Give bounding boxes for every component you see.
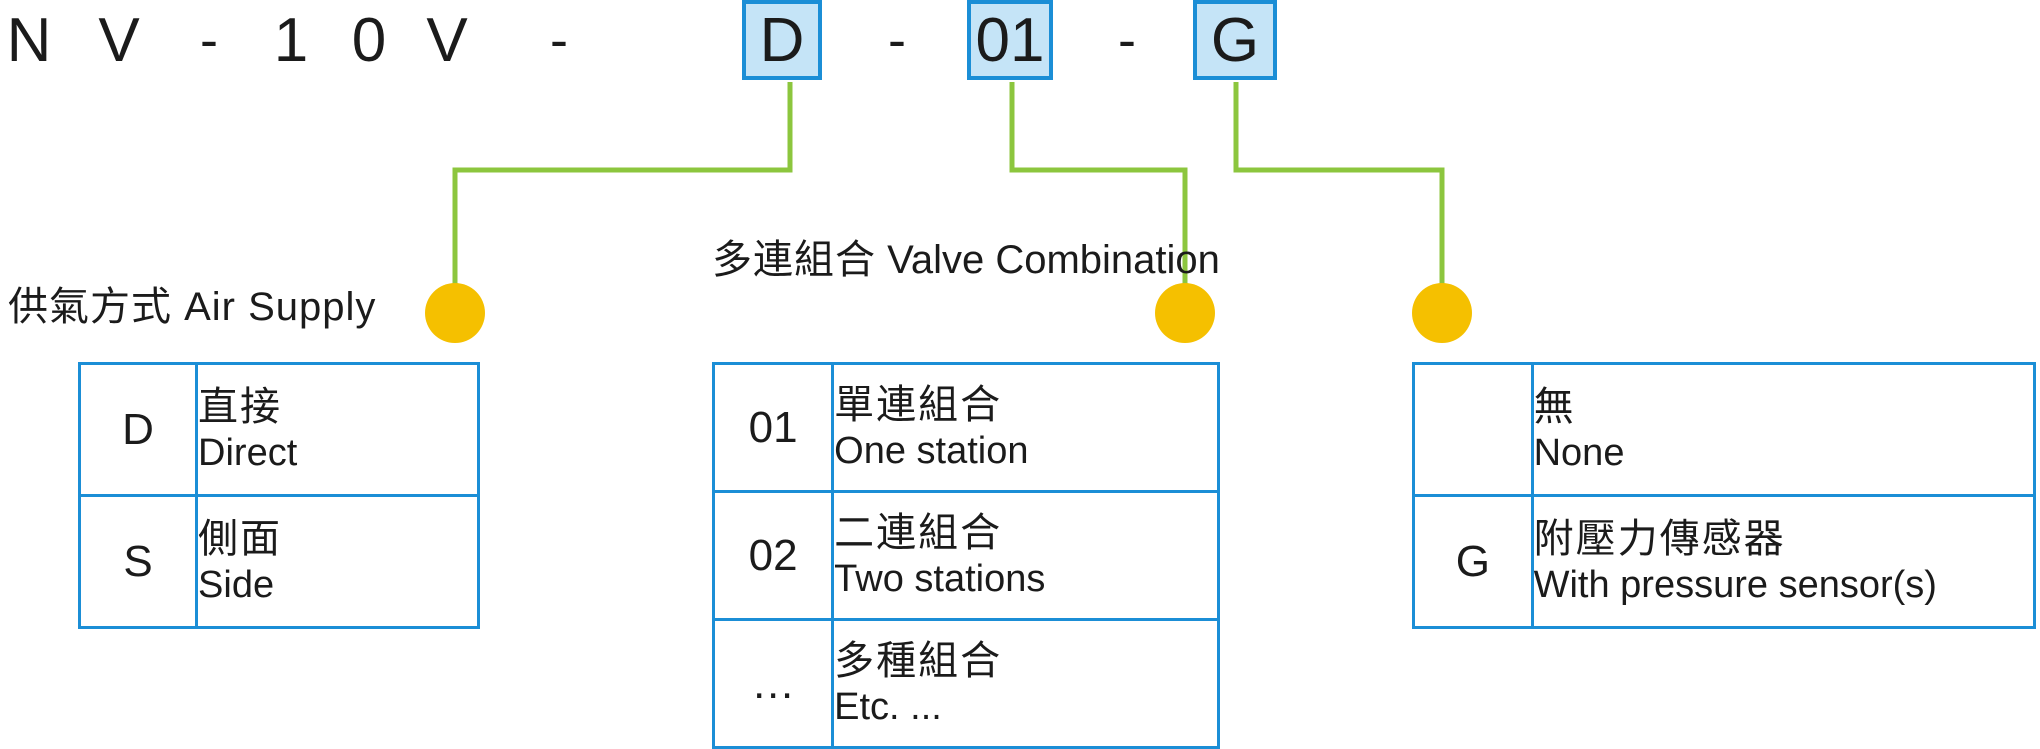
cell-code: 02 (711, 490, 835, 621)
cell-desc-en: Two stations (834, 557, 1046, 600)
connector-dot-pressure-sensor (1412, 283, 1472, 343)
pn-char-v2: V (426, 5, 468, 75)
cell-desc-en: With pressure sensor(s) (1533, 563, 1937, 606)
cell-desc-en: Direct (198, 431, 298, 474)
pn-char-1: 1 (273, 5, 309, 75)
group-label-valve-combination: 多連組合 Valve Combination (712, 238, 1220, 283)
table-valve-combination: 01 單連組合 One station 02 二連組合 Two stations… (711, 362, 1220, 749)
group-label-air-supply-text: 供氣方式 Air Supply (8, 285, 377, 329)
group-label-air-supply: 供氣方式 Air Supply (8, 285, 376, 330)
pn-separator-3: - (888, 10, 906, 70)
cell-desc: 側面 Side (195, 494, 480, 629)
cell-desc-zh: 多種組合 (834, 638, 1003, 683)
connector-pressure-sensor (1233, 82, 1445, 300)
cell-desc-zh: 二連組合 (834, 510, 1003, 555)
pn-separator-1: - (200, 10, 218, 70)
cell-desc-en: Etc. ... (834, 685, 942, 728)
pn-char-0: 0 (351, 5, 387, 75)
pn-box-valve-combination[interactable]: 01 (967, 0, 1053, 80)
cell-code: S (77, 494, 199, 629)
connector-dot-air-supply (425, 283, 485, 343)
cell-desc-zh: 側面 (198, 516, 283, 561)
table-air-supply: D 直接 Direct S 側面 Side (77, 362, 480, 629)
cell-desc: 二連組合 Two stations (831, 490, 1220, 621)
cell-code (1412, 362, 1534, 497)
table-row: 無 None (1412, 362, 2037, 497)
table-row: G 附壓力傳感器 With pressure sensor(s) (1412, 494, 2037, 629)
cell-desc: 無 None (1530, 362, 2037, 497)
pn-box-pressure-sensor[interactable]: G (1193, 0, 1277, 80)
cell-desc-en: None (1533, 431, 1625, 474)
cell-desc-zh: 單連組合 (834, 382, 1003, 427)
table-row: 01 單連組合 One station (711, 362, 1220, 493)
table-row: S 側面 Side (77, 494, 480, 629)
cell-code: … (711, 618, 835, 749)
cell-desc-zh: 無 (1533, 384, 1576, 429)
cell-desc-en: Side (198, 563, 275, 606)
pn-box-air-supply[interactable]: D (742, 0, 822, 80)
cell-code: G (1412, 494, 1534, 629)
table-row: 02 二連組合 Two stations (711, 490, 1220, 621)
table-row: … 多種組合 Etc. ... (711, 618, 1220, 749)
cell-desc: 多種組合 Etc. ... (831, 618, 1220, 749)
pn-char-n: N (6, 5, 52, 75)
group-label-valve-combination-en: Valve Combination (887, 238, 1220, 282)
cell-desc: 直接 Direct (195, 362, 480, 497)
table-pressure-sensor: 無 None G 附壓力傳感器 With pressure sensor(s) (1412, 362, 2037, 629)
cell-desc: 附壓力傳感器 With pressure sensor(s) (1530, 494, 2037, 629)
cell-code: D (77, 362, 199, 497)
pn-separator-4: - (1118, 10, 1136, 70)
cell-desc-en: One station (834, 429, 1029, 472)
cell-desc-zh: 附壓力傳感器 (1533, 516, 1786, 561)
pn-separator-2: - (550, 10, 568, 70)
group-label-valve-combination-zh: 多連組合 (712, 238, 876, 282)
connector-dot-valve-combination (1155, 283, 1215, 343)
cell-code: 01 (711, 362, 835, 493)
table-row: D 直接 Direct (77, 362, 480, 497)
pn-char-v: V (98, 5, 140, 75)
cell-desc-zh: 直接 (198, 384, 283, 429)
cell-desc: 單連組合 One station (831, 362, 1220, 493)
part-number-row: N V - 1 0 V - D - 01 - G (0, 0, 2040, 90)
